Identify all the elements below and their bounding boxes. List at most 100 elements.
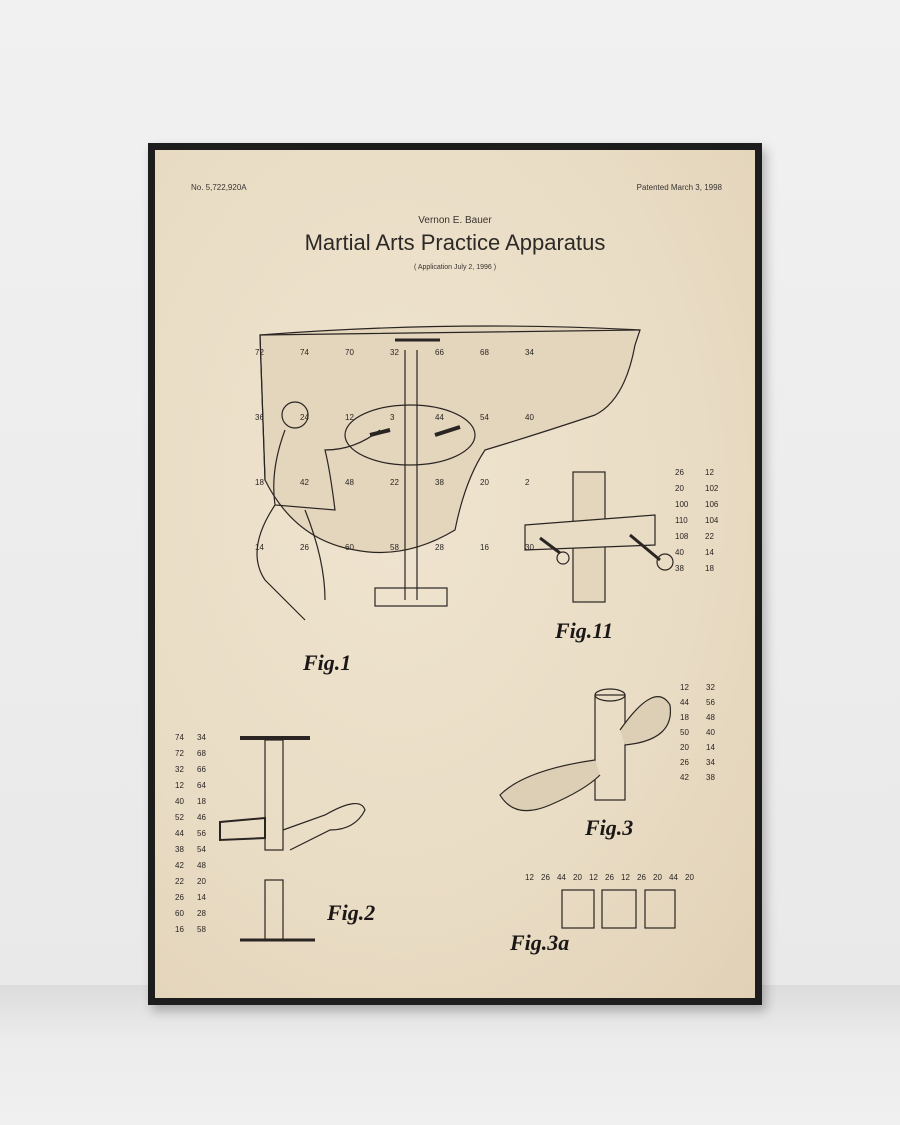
reference-numeral: 20 [573, 873, 582, 882]
reference-numeral: 108 [675, 532, 689, 541]
reference-numeral: 106 [705, 500, 719, 509]
figure-label: Fig.11 [554, 618, 613, 643]
reference-numeral: 26 [300, 543, 309, 552]
reference-numeral: 22 [390, 478, 399, 487]
reference-numeral: 40 [675, 548, 684, 557]
reference-numeral: 32 [175, 765, 184, 774]
reference-numeral: 40 [706, 728, 715, 737]
reference-numeral: 26 [675, 468, 684, 477]
reference-numeral: 34 [706, 758, 715, 767]
figure-label: Fig.2 [326, 900, 375, 925]
reference-numeral: 72 [255, 348, 264, 357]
reference-numeral: 32 [390, 348, 399, 357]
reference-numeral: 52 [175, 813, 184, 822]
reference-numeral: 22 [705, 532, 714, 541]
reference-numeral: 72 [175, 749, 184, 758]
reference-numeral: 40 [175, 797, 184, 806]
reference-numeral: 46 [197, 813, 206, 822]
reference-numeral: 64 [197, 781, 206, 790]
reference-numeral: 54 [197, 845, 206, 854]
inventor-name: Vernon E. Bauer [418, 215, 492, 226]
reference-numeral: 20 [685, 873, 694, 882]
patent-poster: No. 5,722,920A Patented March 3, 1998 Ve… [155, 150, 755, 998]
reference-numeral: 12 [589, 873, 598, 882]
reference-numeral: 34 [197, 733, 206, 742]
reference-numeral: 104 [705, 516, 719, 525]
reference-numeral: 56 [706, 698, 715, 707]
figure-1-drawing [256, 325, 641, 621]
reference-numeral: 14 [706, 743, 715, 752]
reference-numeral: 18 [680, 713, 689, 722]
figure-label: Fig.1 [302, 650, 351, 675]
patent-number: No. 5,722,920A [191, 183, 247, 192]
reference-numeral: 22 [175, 877, 184, 886]
reference-numeral: 28 [197, 909, 206, 918]
reference-numeral: 18 [705, 564, 714, 573]
reference-numeral: 16 [480, 543, 489, 552]
reference-numeral: 74 [300, 348, 309, 357]
reference-numeral: 14 [705, 548, 714, 557]
reference-numeral: 24 [300, 413, 309, 422]
reference-numeral: 58 [390, 543, 399, 552]
figure-2-drawing [219, 736, 366, 942]
reference-numeral: 14 [197, 893, 206, 902]
reference-numeral: 48 [197, 861, 206, 870]
reference-numeral: 42 [175, 861, 184, 870]
reference-numeral: 44 [680, 698, 689, 707]
reference-numeral: 12 [525, 873, 534, 882]
reference-numeral: 60 [345, 543, 354, 552]
reference-numeral: 3 [390, 413, 395, 422]
reference-numeral: 26 [175, 893, 184, 902]
reference-numeral: 14 [255, 543, 264, 552]
reference-numeral: 70 [345, 348, 354, 357]
reference-numeral: 38 [675, 564, 684, 573]
reference-numeral: 26 [680, 758, 689, 767]
reference-numeral: 18 [197, 797, 206, 806]
reference-numeral: 28 [435, 543, 444, 552]
reference-numeral: 16 [175, 925, 184, 934]
reference-numeral: 18 [255, 478, 264, 487]
reference-numeral: 26 [605, 873, 614, 882]
reference-numeral: 32 [706, 683, 715, 692]
reference-numeral: 66 [435, 348, 444, 357]
reference-numeral: 36 [255, 413, 264, 422]
reference-numeral: 26 [637, 873, 646, 882]
reference-numeral: 20 [480, 478, 489, 487]
reference-numeral: 38 [175, 845, 184, 854]
reference-numeral: 56 [197, 829, 206, 838]
reference-numeral: 74 [175, 733, 184, 742]
reference-numeral: 44 [669, 873, 678, 882]
reference-numeral: 26 [541, 873, 550, 882]
reference-numeral: 42 [680, 773, 689, 782]
reference-numeral: 30 [525, 543, 534, 552]
application-date: ( Application July 2, 1996 ) [413, 264, 497, 271]
reference-numeral: 48 [706, 713, 715, 722]
reference-numeral: 38 [706, 773, 715, 782]
reference-numeral: 54 [480, 413, 489, 422]
reference-numeral: 44 [435, 413, 444, 422]
poster-frame: No. 5,722,920A Patented March 3, 1998 Ve… [148, 143, 762, 1005]
reference-numeral: 102 [705, 484, 719, 493]
reference-numeral: 44 [557, 873, 566, 882]
reference-numeral: 2 [525, 478, 530, 487]
reference-numeral: 100 [675, 500, 689, 509]
reference-numeral: 44 [175, 829, 184, 838]
reference-numeral: 20 [197, 877, 206, 886]
floor [0, 985, 900, 1125]
figure-11-drawing [524, 471, 674, 603]
reference-numeral: 20 [675, 484, 684, 493]
reference-numeral: 68 [197, 749, 206, 758]
figure-3-drawing [499, 688, 672, 812]
reference-numeral: 12 [680, 683, 689, 692]
reference-numeral: 34 [525, 348, 534, 357]
figure-label: Fig.3a [509, 930, 569, 955]
reference-numeral: 48 [345, 478, 354, 487]
reference-numeral: 20 [680, 743, 689, 752]
reference-numeral: 58 [197, 925, 206, 934]
reference-numeral: 12 [705, 468, 714, 477]
reference-numeral: 60 [175, 909, 184, 918]
reference-numeral: 38 [435, 478, 444, 487]
figure-label: Fig.3 [584, 815, 633, 840]
figure-3a-drawing [561, 889, 676, 929]
